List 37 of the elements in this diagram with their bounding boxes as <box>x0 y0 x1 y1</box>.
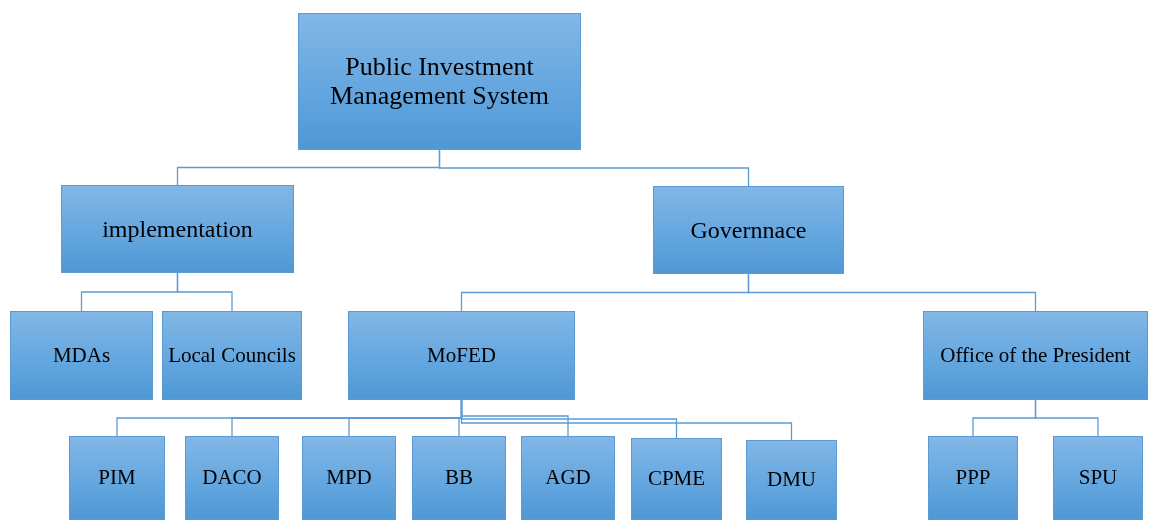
box-label: CPME <box>647 467 706 491</box>
org-box <box>298 13 581 150</box>
connector-line <box>176 272 233 312</box>
connector-line <box>1034 399 1099 437</box>
org-box <box>61 185 294 273</box>
org-box <box>162 311 302 400</box>
box-label: MoFED <box>427 343 496 368</box>
org-box <box>928 436 1018 520</box>
box-label: Local Councils <box>168 343 296 368</box>
org-box <box>412 436 506 520</box>
box-label: MPD <box>326 466 372 490</box>
box-label: Public Investment Management System <box>329 52 550 111</box>
box-label: PPP <box>955 466 991 490</box>
org-box <box>348 311 575 400</box>
box-label: implementation <box>102 215 253 243</box>
org-box <box>521 436 615 520</box>
box-label: Governnace <box>690 216 807 244</box>
box-label: DMU <box>767 468 816 492</box>
org-box <box>653 186 844 274</box>
connector-line <box>438 149 750 187</box>
org-box <box>69 436 165 520</box>
org-box <box>746 440 837 520</box>
org-box <box>923 311 1148 400</box>
box-label: AGD <box>545 466 591 490</box>
org-box <box>1053 436 1143 520</box>
org-box <box>185 436 279 520</box>
org-box <box>10 311 153 400</box>
box-label: PIM <box>98 466 136 490</box>
box-label: Office of the President <box>940 343 1131 368</box>
box-label: SPU <box>1078 466 1118 490</box>
connector-line <box>460 399 793 441</box>
box-label: DACO <box>202 466 262 490</box>
connector-line <box>747 273 1037 312</box>
box-label: MDAs <box>52 343 111 368</box>
org-box <box>302 436 396 520</box>
org-box <box>631 438 722 520</box>
box-label: BB <box>445 466 473 490</box>
